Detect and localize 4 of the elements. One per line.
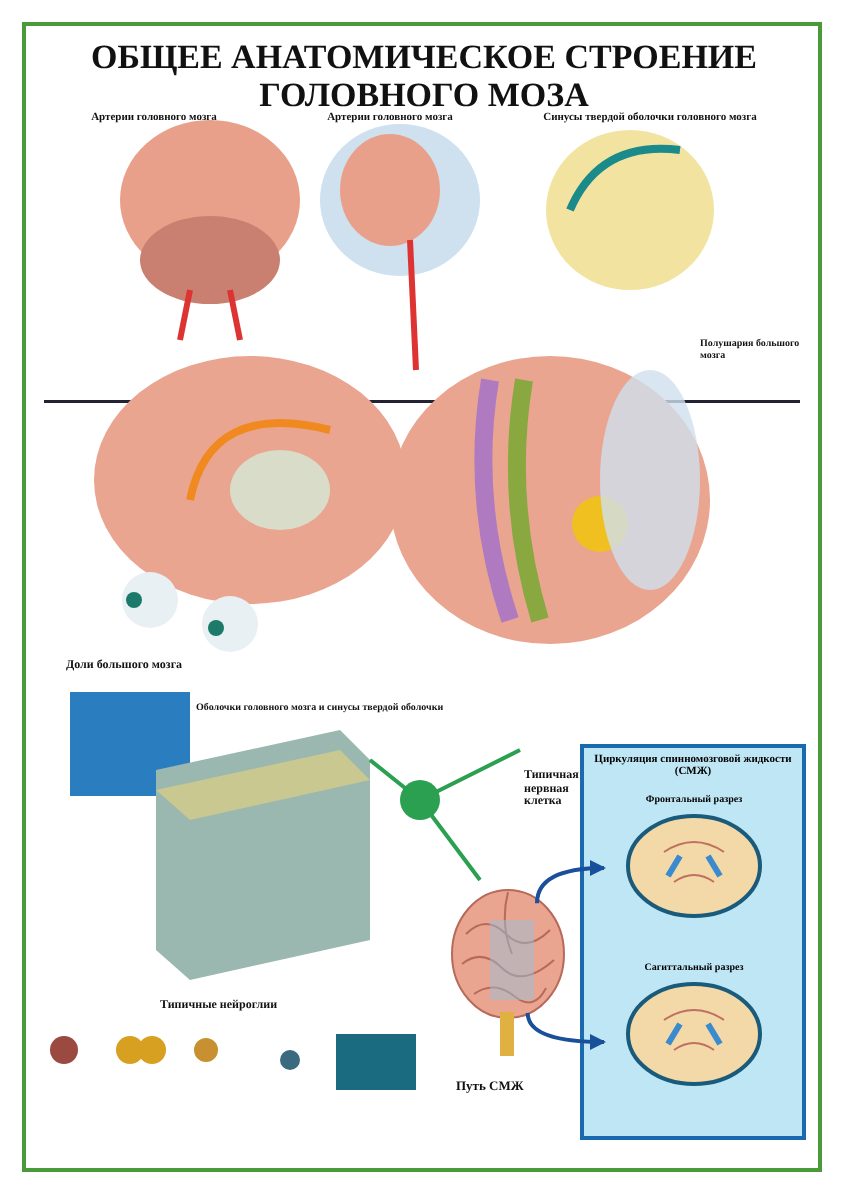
- info-panel: [580, 744, 806, 1140]
- arrow: [525, 1012, 606, 1050]
- arrow: [535, 860, 606, 904]
- poster-title: ОБЩЕЕ АНАТОМИЧЕСКОЕ СТРОЕНИЕ ГОЛОВНОГО МОЗА: [88, 40, 759, 114]
